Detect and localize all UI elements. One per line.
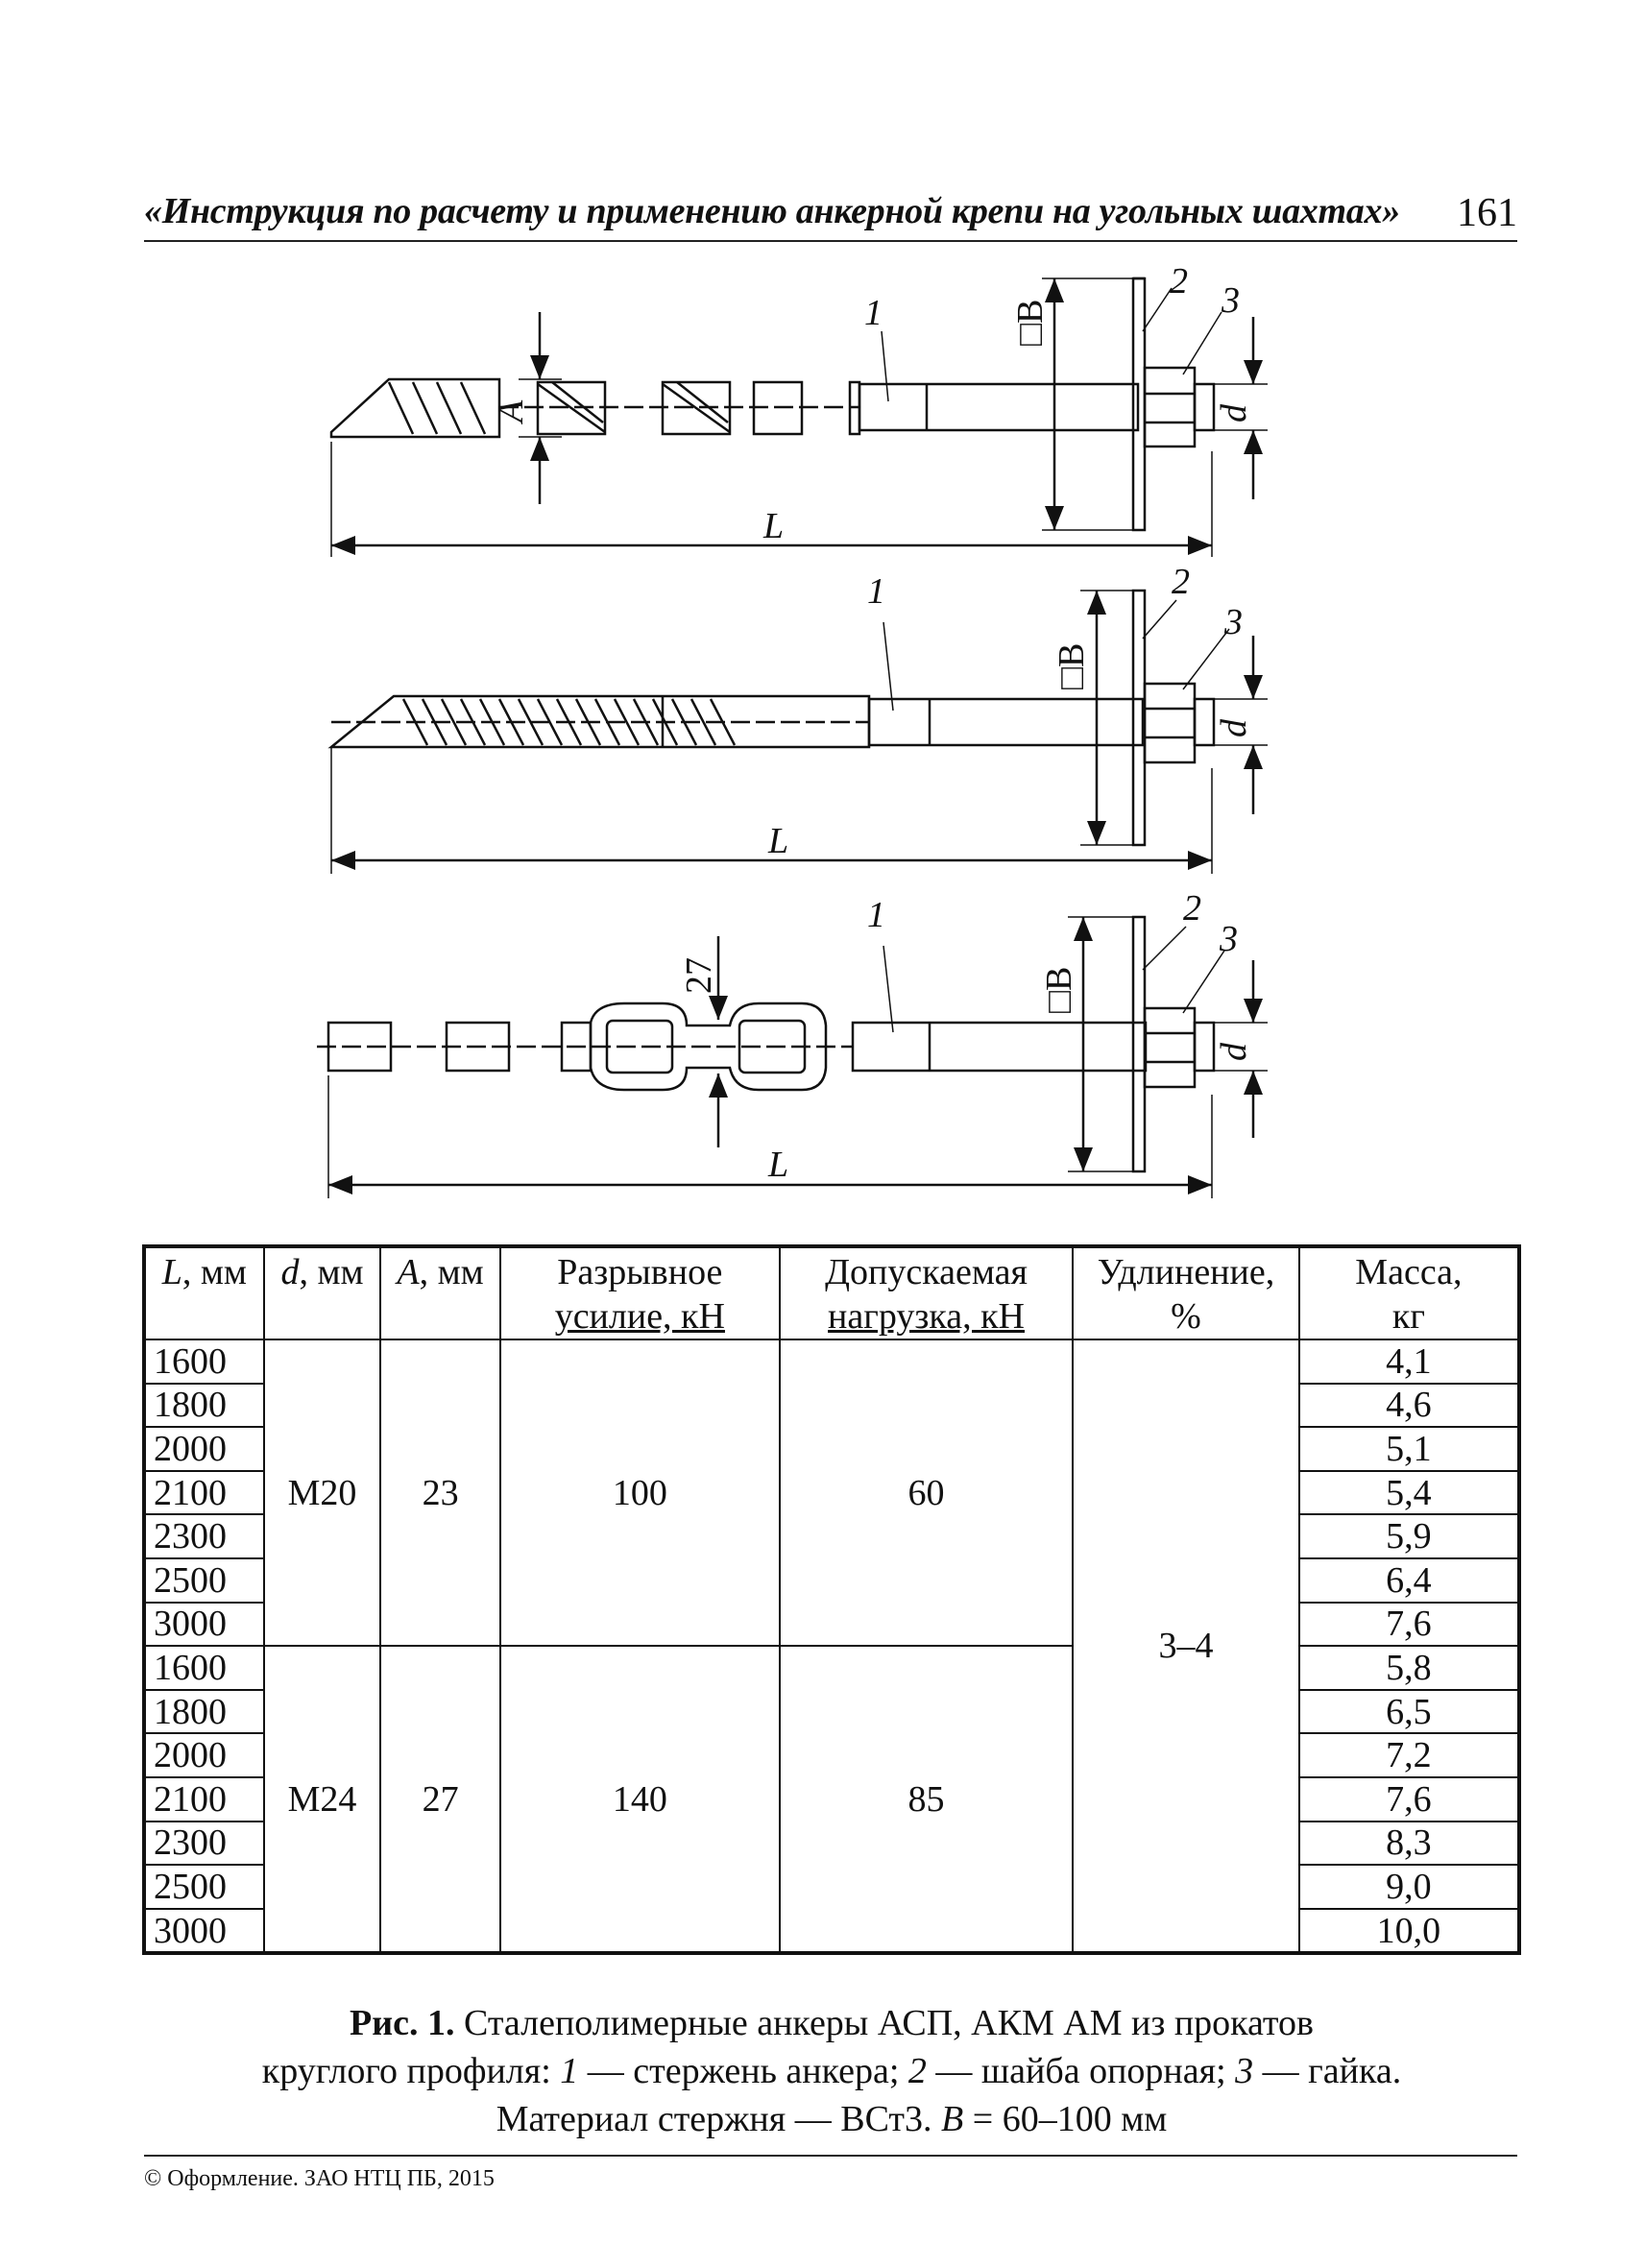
page-number: 161 xyxy=(1457,191,1517,235)
cell-length: 2100 xyxy=(143,1469,265,1516)
cell-mass: 6,4 xyxy=(1297,1556,1521,1604)
cell-length: 2300 xyxy=(143,1513,265,1559)
label-27: 27 xyxy=(679,957,719,994)
cell-elongation: 3–4 xyxy=(1072,1338,1300,1955)
table-row: 1600 М20 23 100 60 3–4 4,1 xyxy=(143,1338,1521,1955)
label-length-1: L xyxy=(762,506,784,546)
cell-mass: 8,3 xyxy=(1297,1820,1521,1867)
header-mass: Масса, кг xyxy=(1297,1245,1521,1340)
header-diameter: d, мм xyxy=(262,1245,382,1340)
drawing-labels: 1 2 3 L d A □B 1 2 3 L d □B 1 2 3 L d □B… xyxy=(491,261,1254,1185)
label-rod-2: 1 xyxy=(867,571,885,612)
label-washer-size-3: □B xyxy=(1039,967,1079,1013)
table-row: 2500 9,0 xyxy=(143,1864,1521,1910)
table-row: 1600 М24 27 140 85 5,8 xyxy=(143,1645,1521,1955)
cell-length: 2000 xyxy=(143,1732,265,1778)
table-row: 2300 8,3 xyxy=(143,1820,1521,1867)
label-diameter-3: d xyxy=(1214,1042,1254,1061)
caption-line-2: круглого профиля: 1 — стержень анкера; 2… xyxy=(261,2051,1402,2091)
cell-mass: 5,1 xyxy=(1297,1426,1521,1472)
table-row: 2300 5,9 xyxy=(143,1513,1521,1559)
cell-mass: 6,5 xyxy=(1297,1688,1521,1735)
cell-length: 2500 xyxy=(143,1556,265,1604)
header-title: «Инструкция по расчету и применению анке… xyxy=(144,191,1400,231)
cell-a: 23 xyxy=(379,1338,501,1648)
label-length-2: L xyxy=(767,821,788,861)
label-a: A xyxy=(491,399,531,425)
label-washer-size-1: □B xyxy=(1010,300,1051,346)
caption-fig-label: Рис. 1. xyxy=(350,2003,455,2043)
label-length-3: L xyxy=(767,1145,788,1185)
cell-length: 1600 xyxy=(143,1645,265,1691)
anchor-drawing-3 xyxy=(317,915,1268,1198)
anchor-spec-table: L, мм d, мм A, мм Разрывное усилие, кН Д… xyxy=(142,1244,1521,1956)
cell-load: 60 xyxy=(778,1338,1075,1648)
table-row: 3000 7,6 xyxy=(143,1601,1521,1648)
cell-length: 3000 xyxy=(143,1601,265,1648)
cell-mass: 7,2 xyxy=(1297,1732,1521,1778)
cell-length: 3000 xyxy=(143,1907,265,1955)
cell-breaking: 100 xyxy=(498,1338,781,1648)
label-washer-size-2: □B xyxy=(1052,643,1092,689)
cell-length: 1800 xyxy=(143,1382,265,1429)
label-nut-3: 3 xyxy=(1219,919,1238,959)
anchor-drawing-1 xyxy=(329,277,1268,557)
table-row: 2500 6,4 xyxy=(143,1556,1521,1604)
figure-caption: Рис. 1. Сталеполимерные анкеры АСП, АКМ … xyxy=(142,1999,1521,2143)
label-washer-1: 2 xyxy=(1170,261,1188,302)
label-diameter-1: d xyxy=(1214,403,1254,422)
cell-diameter: М20 xyxy=(262,1338,382,1648)
cell-mass: 7,6 xyxy=(1297,1775,1521,1822)
header-allowed-load: Допускаемая нагрузка, кН xyxy=(778,1245,1075,1340)
table-row: 2000 5,1 xyxy=(143,1426,1521,1472)
table-row: 2100 5,4 xyxy=(143,1469,1521,1516)
cell-mass: 5,4 xyxy=(1297,1469,1521,1516)
footer-copyright: © Оформление. ЗАО НТЦ ПБ, 2015 xyxy=(144,2166,495,2191)
cell-mass: 5,8 xyxy=(1297,1645,1521,1691)
label-nut-1: 3 xyxy=(1221,280,1240,321)
cell-mass: 5,9 xyxy=(1297,1513,1521,1559)
table-row: 2100 7,6 xyxy=(143,1775,1521,1822)
table-row: 3000 10,0 xyxy=(143,1907,1521,1955)
cell-mass: 10,0 xyxy=(1297,1907,1521,1955)
header-length: L, мм xyxy=(143,1245,265,1340)
header-rule xyxy=(144,240,1517,242)
cell-load: 85 xyxy=(778,1645,1075,1955)
running-header: «Инструкция по расчету и применению анке… xyxy=(144,190,1517,240)
table-row: 1800 4,6 xyxy=(143,1382,1521,1429)
label-rod-1: 1 xyxy=(864,293,883,333)
cell-length: 1600 xyxy=(143,1339,265,1385)
header-breaking-force: Разрывное усилие, кН xyxy=(498,1245,781,1340)
label-washer-2: 2 xyxy=(1172,562,1190,602)
header-a: A, мм xyxy=(379,1245,501,1340)
caption-line-3: Материал стержня — ВСт3. B = 60–100 мм xyxy=(496,2099,1168,2139)
cell-length: 2300 xyxy=(143,1820,265,1867)
label-washer-3: 2 xyxy=(1183,888,1201,929)
anchor-drawing-2 xyxy=(327,589,1268,874)
cell-a: 27 xyxy=(379,1645,501,1955)
cell-length: 2500 xyxy=(143,1864,265,1910)
cell-mass: 7,6 xyxy=(1297,1601,1521,1648)
cell-mass: 9,0 xyxy=(1297,1864,1521,1910)
header-elongation: Удлинение, % xyxy=(1072,1245,1300,1340)
anchor-drawings: 1 2 3 L d A □B 1 2 3 L d □B 1 2 3 L d □B… xyxy=(317,261,1268,1198)
table-header-row: L, мм d, мм A, мм Разрывное усилие, кН Д… xyxy=(143,1245,1521,1340)
cell-mass: 4,6 xyxy=(1297,1382,1521,1429)
label-diameter-2: d xyxy=(1214,718,1254,737)
footer-rule xyxy=(144,2155,1517,2157)
cell-length: 2100 xyxy=(143,1775,265,1822)
label-nut-2: 3 xyxy=(1223,602,1243,642)
cell-breaking: 140 xyxy=(498,1645,781,1955)
cell-diameter: М24 xyxy=(262,1645,382,1955)
cell-mass: 4,1 xyxy=(1297,1339,1521,1385)
label-rod-3: 1 xyxy=(867,895,885,935)
table-row: 2000 7,2 xyxy=(143,1732,1521,1778)
cell-length: 2000 xyxy=(143,1426,265,1472)
cell-length: 1800 xyxy=(143,1688,265,1735)
caption-line-1: Рис. 1. Сталеполимерные анкеры АСП, АКМ … xyxy=(350,2003,1314,2043)
table-row: 1800 6,5 xyxy=(143,1688,1521,1735)
